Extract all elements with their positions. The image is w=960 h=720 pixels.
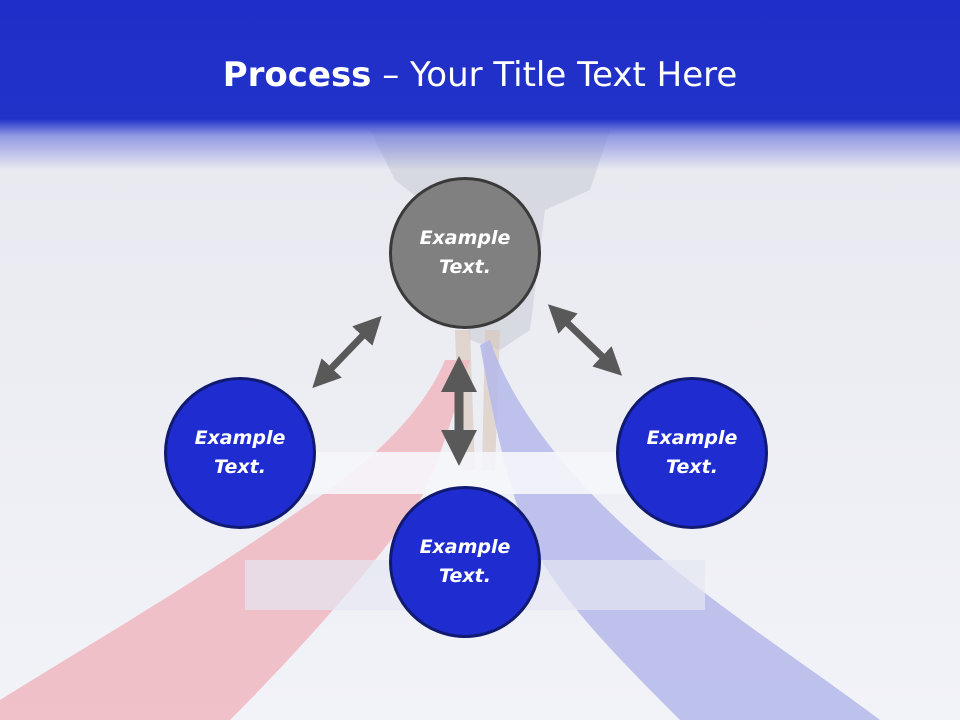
page-title[interactable]: Process – Your Title Text Here: [0, 52, 960, 98]
node-bottom-circle[interactable]: Example Text.: [389, 486, 541, 638]
node-top-label: Example Text.: [419, 227, 511, 278]
node-right-circle[interactable]: Example Text.: [616, 377, 768, 529]
title-rest: – Your Title Text Here: [371, 55, 738, 95]
blue-path: [480, 340, 880, 720]
node-top-circle[interactable]: Example Text.: [389, 177, 541, 329]
title-band: [0, 0, 960, 170]
node-left-label: Example Text.: [194, 427, 286, 478]
title-bold: Process: [222, 55, 372, 95]
node-right-label: Example Text.: [646, 427, 738, 478]
node-left-circle[interactable]: Example Text.: [164, 377, 316, 529]
node-bottom-label: Example Text.: [419, 536, 511, 587]
red-path: [0, 360, 470, 720]
